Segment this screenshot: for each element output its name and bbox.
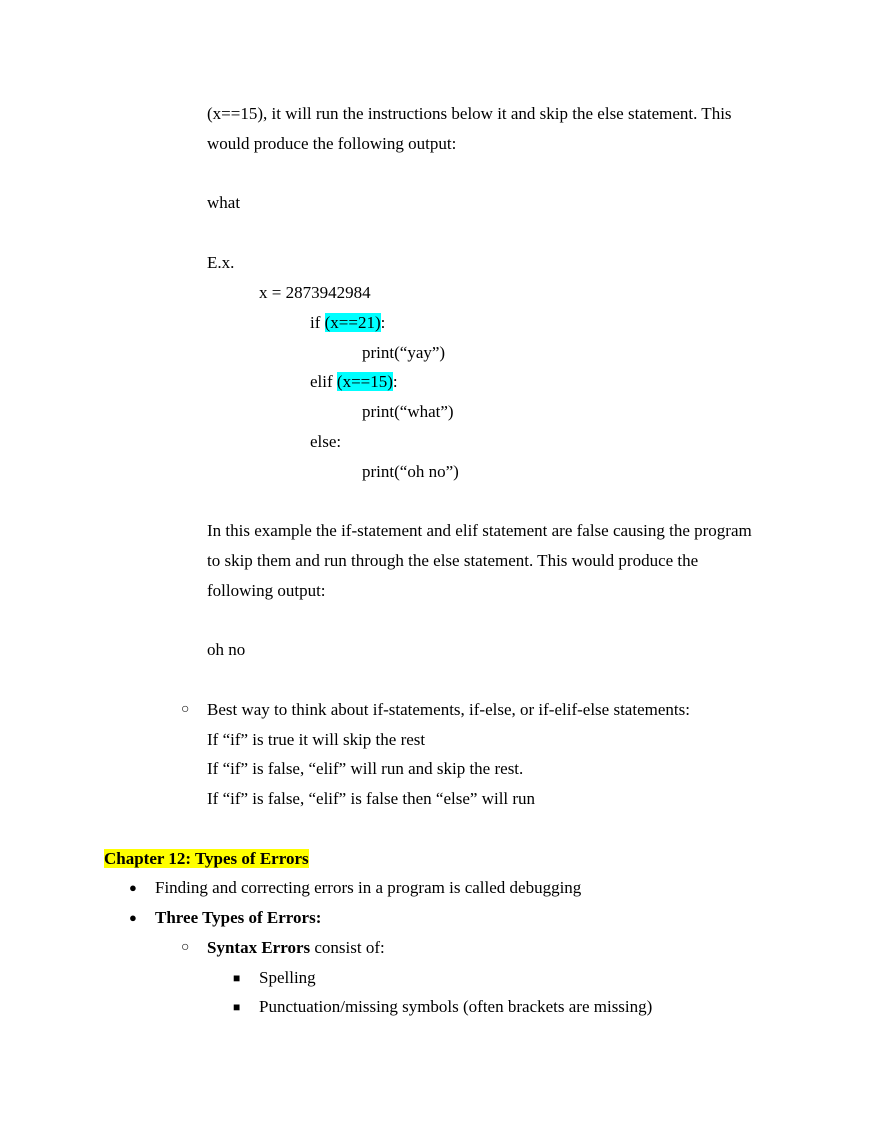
list-item: Punctuation/missing symbols (often brack… [259,997,653,1016]
code-line: print(“what”) [362,402,454,421]
code-line-elif: elif (x==15): [310,371,398,393]
hollow-bullet-icon: ○ [181,702,190,717]
filled-bullet-icon: ● [129,880,137,895]
list-item: Spelling [259,968,316,987]
example-label: E.x. [207,253,235,272]
list-item-continuation: If “if” is false, “elif” is false then “… [207,789,536,808]
hollow-bullet-icon: ○ [181,940,190,955]
list-item: Finding and correcting errors in a progr… [155,878,582,897]
code-colon: : [392,372,398,391]
code-line: print(“oh no”) [362,462,459,481]
list-item-continuation: If “if” is true it will skip the rest [207,730,426,749]
code-line: print(“yay”) [362,343,446,362]
highlighted-condition: (x==15) [336,372,393,391]
chapter-heading-text: Chapter 12: Types of Errors [104,849,309,868]
paragraph-line: In this example the if-statement and eli… [207,521,752,540]
paragraph-line: would produce the following output: [207,134,457,153]
syntax-errors-rest: consist of: [310,938,385,957]
list-item: Three Types of Errors: [155,908,322,927]
code-keyword: elif [310,372,337,391]
code-line: x = 2873942984 [259,283,371,302]
paragraph-line: following output: [207,581,326,600]
filled-bullet-icon: ● [129,910,137,925]
syntax-errors-term: Syntax Errors [207,938,311,957]
list-item: Best way to think about if-statements, i… [207,700,690,719]
output-text: oh no [207,640,246,659]
chapter-heading: Chapter 12: Types of Errors [104,848,309,870]
list-item-continuation: If “if” is false, “elif” will run and sk… [207,759,524,778]
code-keyword: if [310,313,325,332]
list-item: Syntax Errors consist of: [207,937,385,959]
paragraph-line: (x==15), it will run the instructions be… [207,104,732,123]
square-bullet-icon: ■ [233,971,241,985]
code-line-if: if (x==21): [310,312,385,334]
paragraph-line: to skip them and run through the else st… [207,551,699,570]
output-text: what [207,193,241,212]
code-colon: : [380,313,386,332]
square-bullet-icon: ■ [233,1000,241,1014]
highlighted-condition: (x==21) [324,313,381,332]
code-line: else: [310,432,342,451]
